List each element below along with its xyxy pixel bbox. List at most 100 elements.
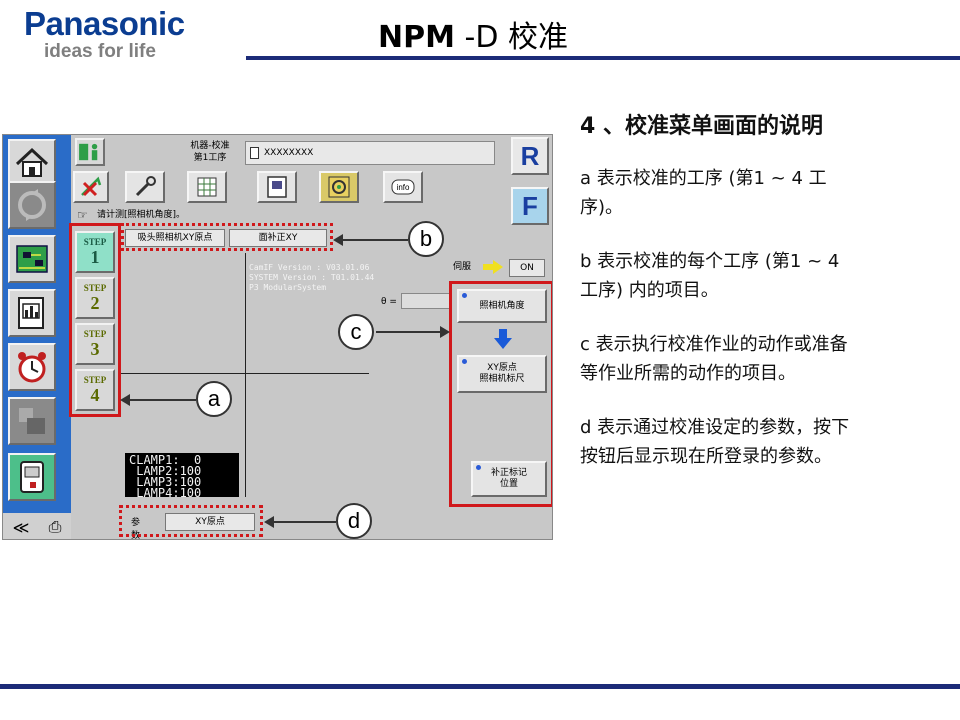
description-item-d: d 表示通过校准设定的参数，按下按钮后显示现在所登录的参数。 — [580, 417, 850, 467]
window-title-text: 机器-校准 第1工序 — [190, 141, 230, 163]
step-number: 3 — [90, 339, 100, 359]
grid-button[interactable] — [187, 171, 227, 203]
callout-a: a — [196, 381, 232, 417]
servo-label: 伺服 — [453, 262, 472, 272]
callout-a-arrowhead — [120, 394, 130, 406]
step-number: 4 — [90, 385, 100, 405]
stop-error-button[interactable] — [73, 171, 109, 203]
printer-icon[interactable]: ⎙ — [48, 517, 62, 536]
blocks-icon — [19, 408, 45, 434]
description-item-a: a 表示校准的工序 (第1 ~ 4 工序)。 — [580, 168, 827, 218]
xy-origin-camera-scale-button[interactable]: XY原点 照相机标尺 — [457, 355, 547, 393]
camera-angle-button[interactable]: 照相机角度 — [457, 289, 547, 323]
grid-icon — [197, 177, 217, 197]
home-button[interactable] — [8, 139, 56, 187]
step-number: 1 — [90, 247, 100, 267]
book-icon — [267, 176, 287, 198]
pcb-button[interactable] — [8, 235, 56, 283]
double-chevron-up-icon[interactable]: ≪ — [12, 517, 30, 537]
recycle-icon — [18, 189, 46, 221]
file-icon — [250, 147, 259, 159]
highlight-d-parameters — [119, 505, 263, 537]
tools-button[interactable] — [125, 171, 165, 203]
indicator-dot-icon — [462, 293, 467, 298]
callout-d: d — [336, 503, 372, 539]
panasonic-logo: Panasonic ideas for life — [24, 6, 204, 62]
correction-mark-position-button[interactable]: 补正标记 位置 — [471, 461, 547, 497]
highlight-c-actions — [449, 281, 552, 507]
step-label: STEP — [83, 329, 107, 339]
highlight-a-steps — [69, 223, 121, 417]
schedule-button[interactable] — [8, 343, 56, 391]
calibration-target-icon — [328, 176, 350, 198]
header-rule — [246, 56, 960, 60]
info-icon: info — [391, 179, 415, 195]
callout-d-line — [272, 521, 336, 523]
calibration-screen: ≪ ⎙ 机器-校准 第1工序 XXXXXXXX R F — [2, 134, 553, 540]
slide-title-text: -D 校准 — [454, 20, 568, 55]
disabled-button[interactable] — [8, 397, 56, 445]
indicator-dot-icon — [462, 359, 467, 364]
error-cross-icon — [81, 176, 102, 197]
tab-surface-correction-xy[interactable]: 面补正XY — [229, 229, 327, 247]
r-button[interactable]: R — [511, 137, 549, 175]
circuit-board-icon — [16, 245, 48, 273]
arrow-right-icon — [483, 260, 503, 274]
description-item-c: c 表示执行校准作业的动作或准备等作业所需的动作的项目。 — [580, 334, 848, 384]
operator-icon-button[interactable] — [75, 138, 105, 166]
indicator-dot-icon — [476, 465, 481, 470]
callout-c-line — [376, 331, 440, 333]
description-panel: 4 、校准菜单画面的说明 a 表示校准的工序 (第1 ~ 4 工序)。 b 表示… — [580, 110, 860, 496]
callout-c-arrowhead — [440, 326, 450, 338]
highlight-b-items — [121, 223, 333, 251]
callout-b-arrowhead — [333, 234, 343, 246]
step-label: STEP — [83, 237, 107, 247]
operator-icon — [79, 143, 98, 161]
calibration-button[interactable] — [319, 171, 359, 203]
report-button[interactable] — [8, 289, 56, 337]
recycle-button[interactable] — [8, 181, 56, 229]
clamp-lamp-readout: CLAMP1: 0 LAMP2:100 LAMP3:100 LAMP4:100 — [125, 453, 239, 497]
step-number: 2 — [90, 293, 100, 313]
info-icon-text: info — [397, 183, 410, 192]
left-panel-footer: ≪ ⎙ — [3, 513, 71, 539]
logo-tagline: ideas for life — [44, 41, 156, 62]
alarm-clock-icon — [18, 352, 46, 383]
camera-view-area: CamIF Version : V03.01.06 SYSTEM Version… — [119, 253, 451, 497]
footer-rule — [0, 684, 960, 689]
callout-b-line — [340, 239, 408, 241]
message-text: 请计测[照相机角度]。 — [97, 210, 186, 220]
machine-button[interactable] — [8, 453, 56, 501]
machine-icon — [20, 461, 44, 493]
item-tabs: 吸头照相机XY原点 面补正XY — [123, 227, 329, 249]
home-icon — [15, 147, 49, 177]
f-button[interactable]: F — [511, 187, 549, 225]
callout-b: b — [408, 221, 444, 257]
slide-title-model: NPM — [378, 20, 455, 55]
wrench-icon — [135, 176, 156, 197]
servo-on-button[interactable]: ON — [509, 259, 545, 277]
info-button[interactable]: info — [383, 171, 423, 203]
logo-brand: Panasonic — [24, 5, 185, 42]
file-name: XXXXXXXX — [264, 148, 314, 158]
crosshair-vertical — [245, 253, 246, 497]
step-label: STEP — [83, 283, 107, 293]
parameter-xy-origin-button[interactable]: XY原点 — [165, 513, 255, 531]
left-nav-panel: ≪ ⎙ — [3, 135, 71, 539]
arrow-down-icon — [494, 329, 512, 349]
book-button[interactable] — [257, 171, 297, 203]
version-info: CamIF Version : V03.01.06 SYSTEM Version… — [249, 263, 375, 292]
action-label: XY原点 照相机标尺 — [479, 363, 525, 384]
file-name-box: XXXXXXXX — [245, 141, 495, 165]
callout-c: c — [338, 314, 374, 350]
callout-d-arrowhead — [264, 516, 274, 528]
crosshair-horizontal — [119, 373, 369, 374]
top-bar: 机器-校准 第1工序 XXXXXXXX — [71, 135, 552, 169]
tab-head-camera-xy-origin[interactable]: 吸头照相机XY原点 — [125, 229, 225, 247]
pointing-hand-icon: ☞ — [77, 208, 88, 222]
